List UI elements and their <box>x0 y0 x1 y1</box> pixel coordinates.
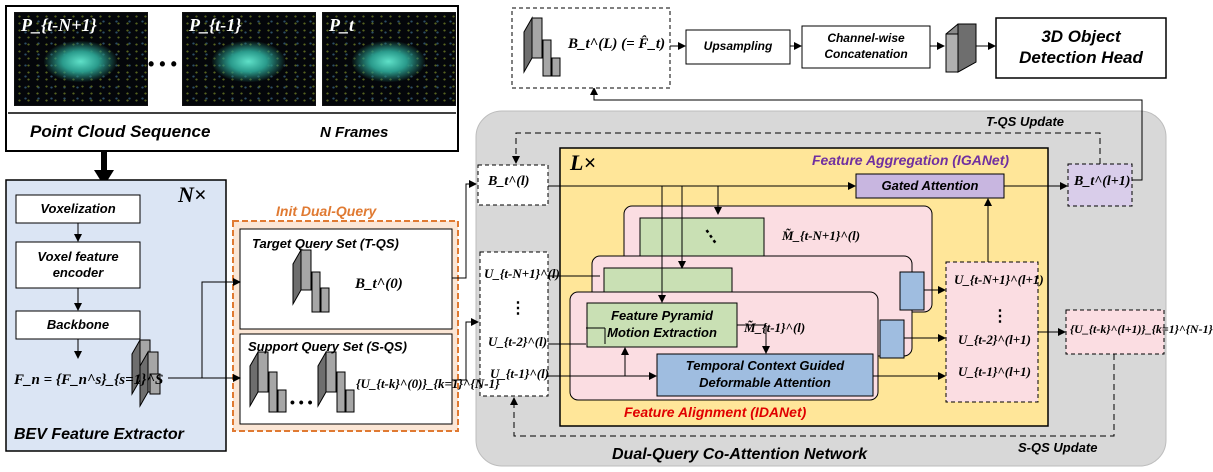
point-cloud-sequence-label: Point Cloud Sequence <box>30 122 211 141</box>
sqs-ellipsis: • • • <box>290 394 313 410</box>
network-title: Dual-Query Co-Attention Network <box>612 446 868 463</box>
m-tilde-1-label: M̃_{t-1}^(l) <box>744 320 806 335</box>
m-tilde-n-label: M̃_{t-N+1}^(l) <box>782 228 861 243</box>
layer-repeat-label: L× <box>570 150 596 175</box>
tqs-update-label: T-QS Update <box>986 114 1065 129</box>
frame-ellipsis: • • • <box>148 54 177 74</box>
u-in-label-3: U_{t-1}^(l) <box>490 366 550 381</box>
u-out-label-2: U_{t-2}^(l+1) <box>958 332 1031 347</box>
tqs-title: Target Query Set (T-QS) <box>252 236 399 251</box>
bev-step-voxelization: Voxelization <box>40 201 116 216</box>
frame-label-3: P_t <box>329 15 354 35</box>
tcgda-label: Temporal Context Guided Deformable Atten… <box>685 358 845 390</box>
init-dual-query-title: Init Dual-Query <box>276 203 377 219</box>
detection-box <box>995 17 1167 79</box>
bev-title: BEV Feature Extractor <box>14 426 184 443</box>
bev-formula: F_n = {F_n^s}_{s=1}^S <box>14 372 164 388</box>
u-in-label-1: U_{t-N+1}^(l) <box>484 266 560 281</box>
sqs-update-label: S-QS Update <box>1018 440 1098 455</box>
bt-l-box <box>477 164 549 206</box>
tcgda-block <box>656 353 874 397</box>
sqs-title: Support Query Set (S-QS) <box>248 339 407 354</box>
bt-l1-label: B_t^(l+1) <box>1074 174 1131 189</box>
concat-label: Channel-wise Concatenation <box>824 31 908 61</box>
tqs-symbol: B_t^(0) <box>355 276 403 292</box>
bt-l-label: B_t^(l) <box>488 174 530 189</box>
u-set-out-label: {U_{t-k}^(l+1)}_{k=1}^{N-1} <box>1070 322 1213 336</box>
u-out-box <box>945 261 1039 403</box>
u-in-box <box>479 251 549 397</box>
frame-label-2: P_{t-1} <box>189 15 242 35</box>
bev-step-voxel-encoder: Voxel feature encoder <box>37 249 119 280</box>
gated-attention-label: Gated Attention <box>881 178 979 193</box>
concat-box <box>801 25 931 69</box>
frame-image-3: P_t <box>322 12 456 106</box>
frame-label-1: P_{t-N+1} <box>21 15 97 35</box>
alignment-title: Feature Alignment (IDANet) <box>624 404 807 420</box>
u-set-out-box <box>1065 309 1165 355</box>
fpme-block <box>586 302 738 348</box>
u-out-vdots: ⋮ <box>992 308 1008 325</box>
upsampling-box <box>685 29 791 65</box>
u-out-label-3: U_{t-1}^(l+1) <box>958 364 1031 379</box>
sqs-symbol: {U_{t-k}^(0)}_{k=1}^{N-1} <box>356 376 500 391</box>
architecture-diagram: P_{t-N+1} • • • P_{t-1} P_t Point Cloud … <box>5 5 1213 467</box>
bev-step-backbone: Backbone <box>46 317 110 332</box>
u-out-label-1: U_{t-N+1}^(l+1) <box>954 272 1044 287</box>
upsampling-label: Upsampling <box>703 39 773 53</box>
frame-image-1: P_{t-N+1} <box>14 12 148 106</box>
bt-L-label: B_t^(L) (= F̂_t) <box>568 36 666 52</box>
u-in-label-2: U_{t-2}^(l) <box>488 334 548 349</box>
bt-l1-box <box>1067 163 1133 207</box>
bev-repeat-label: N× <box>178 182 207 207</box>
detection-head-label: 3D Object Detection Head <box>1019 27 1143 67</box>
n-frames-label: N Frames <box>320 124 389 141</box>
aggregation-title: Feature Aggregation (IGANet) <box>812 152 1010 168</box>
u-in-vdots: ⋮ <box>510 300 526 317</box>
frame-image-2: P_{t-1} <box>182 12 316 106</box>
fpme-label: Feature Pyramid Motion Extraction <box>607 308 717 340</box>
